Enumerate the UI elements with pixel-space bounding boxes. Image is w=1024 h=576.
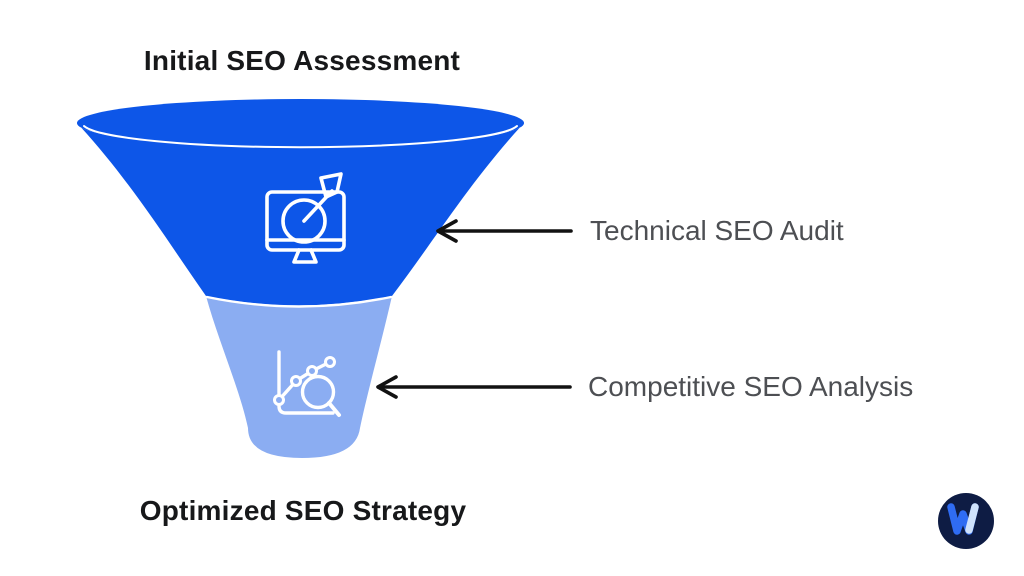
funnel-stage-top: [77, 99, 524, 306]
arrow-technical-seo-audit: [436, 219, 573, 243]
stage-callout-label-competitive: Competitive SEO Analysis: [588, 371, 914, 402]
diagram-footer-label: Optimized SEO Strategy: [139, 495, 467, 526]
arrow-competitive-seo-analysis: [376, 375, 572, 399]
stage-divider: [205, 295, 393, 308]
funnel-rim: [77, 99, 524, 147]
funnel-bell-body: [77, 123, 524, 306]
monitor-target-icon: [265, 172, 346, 264]
stage-callout-label-technical: Technical SEO Audit: [590, 215, 844, 246]
w-logo-mark-highlight: [965, 503, 979, 534]
diagram-title: Initial SEO Assessment: [143, 45, 461, 76]
callout-arrows: [376, 219, 573, 399]
brand-logo: [938, 493, 994, 549]
funnel-rim-highlight: [83, 125, 518, 149]
chart-magnifier-icon: [273, 350, 341, 417]
